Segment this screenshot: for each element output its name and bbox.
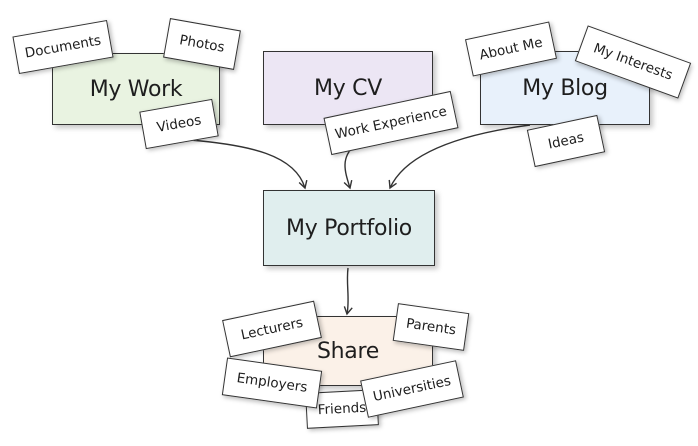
node-my-portfolio: My Portfolio xyxy=(263,190,435,266)
edge-blog-to-portfolio xyxy=(388,124,531,190)
node-my-work: My Work xyxy=(52,53,220,125)
edge-work-to-portfolio xyxy=(189,139,308,190)
edge-portfolio-to-share xyxy=(343,267,353,316)
